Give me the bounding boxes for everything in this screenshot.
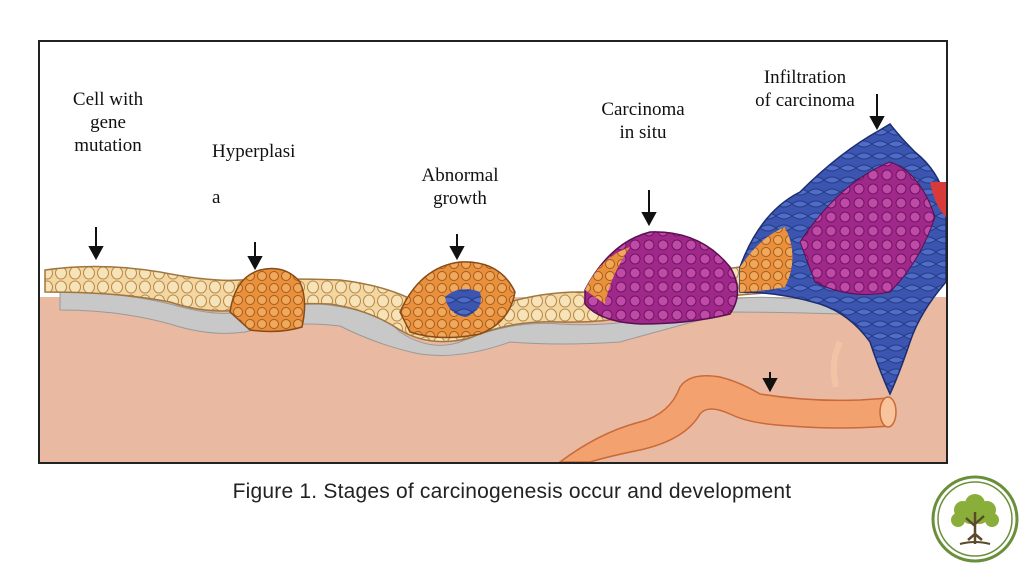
label-carcinoma-in-situ: Carcinoma in situ	[601, 99, 685, 143]
label-cell-mutation: Cell with gene mutation	[72, 89, 144, 156]
arrow-cell-mutation	[88, 227, 104, 261]
figure-caption: Figure 1. Stages of carcinogenesis occur…	[232, 480, 792, 503]
label-infiltration: Infiltration of carcinoma	[755, 67, 855, 111]
arrow-infiltration	[869, 94, 885, 131]
label-hyperplasia: Hyperplasi a	[212, 141, 296, 208]
infiltrating-carcinoma-edge	[740, 227, 793, 292]
tree-logo-icon	[931, 475, 1019, 563]
carcinoma-invasion-strand	[830, 340, 843, 388]
infiltrating-carcinoma-red	[930, 182, 946, 217]
vessel-end	[879, 396, 897, 428]
arrow-vessel	[762, 372, 778, 393]
arrow-hyperplasia	[247, 242, 263, 271]
stroma-tissue	[40, 297, 946, 462]
label-abnormal-growth: Abnormal growth	[421, 165, 499, 209]
infiltrating-carcinoma-core	[799, 161, 936, 295]
figure-frame: Cell with gene mutation Hyperplasi a Abn…	[38, 40, 948, 464]
arrow-carcinoma-in-situ	[641, 190, 657, 227]
hyperplasia-lesion	[229, 267, 306, 333]
carcinogenesis-diagram	[40, 94, 946, 462]
carcinoma-in-situ-rim	[585, 247, 630, 304]
arrow-abnormal-growth	[449, 234, 465, 261]
abnormal-growth-core	[445, 288, 481, 317]
